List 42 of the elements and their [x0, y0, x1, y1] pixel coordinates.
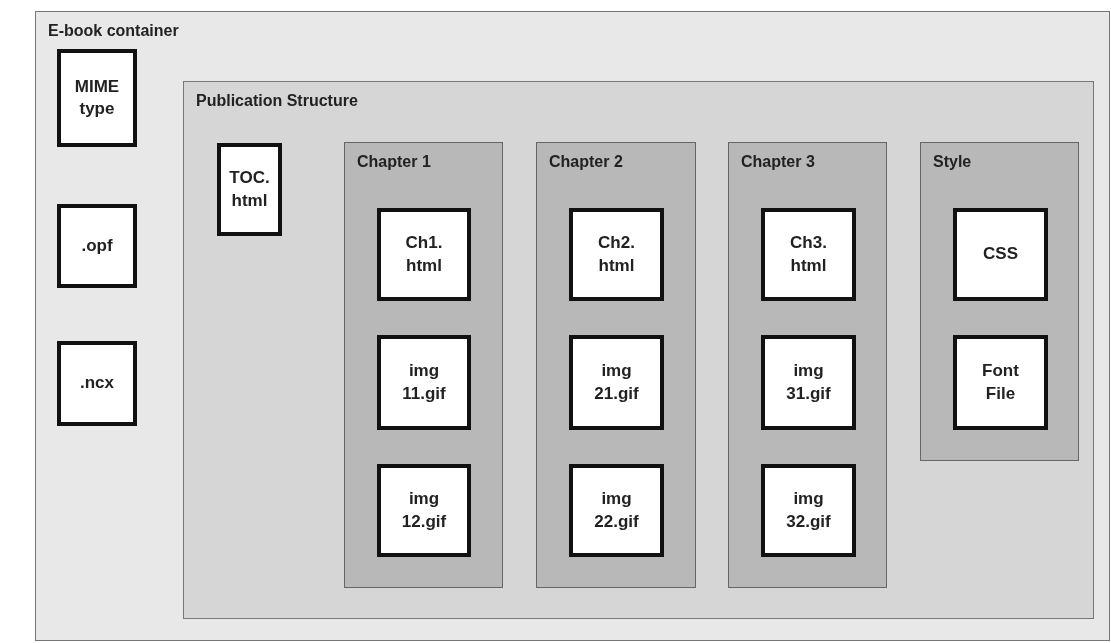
folder-panel: [728, 142, 887, 588]
file-box: [761, 208, 856, 301]
panel-title: Chapter 2: [549, 153, 623, 171]
file-box: [57, 49, 137, 147]
panel-title: Style: [933, 153, 972, 171]
file-name: img 32.gif: [786, 488, 831, 533]
file-box: [377, 208, 471, 301]
file-name: img 31.gif: [786, 360, 831, 405]
file-box: [377, 335, 471, 430]
folder-panel: [536, 142, 696, 588]
file-name: TOC. html: [229, 167, 270, 212]
file-name: img 12.gif: [401, 488, 447, 533]
panel-title: Chapter 1: [357, 153, 431, 171]
container-panel: [35, 11, 1110, 641]
file-box: [953, 335, 1048, 430]
file-box: [57, 341, 137, 426]
structure-panel: [183, 81, 1094, 619]
file-name: CSS: [983, 243, 1018, 266]
file-name: Ch1. html: [405, 232, 443, 277]
panel-title: E-book container: [48, 22, 179, 40]
panel-title: Chapter 3: [741, 153, 815, 171]
file-box: [569, 208, 664, 301]
file-name: img 22.gif: [594, 488, 639, 533]
file-box: [953, 208, 1048, 301]
file-name: .ncx: [80, 372, 114, 395]
folder-panel: [920, 142, 1079, 461]
file-name: Ch3. html: [790, 232, 827, 277]
file-name: Font File: [982, 360, 1019, 405]
file-box: [761, 464, 856, 557]
folder-panel: [344, 142, 503, 588]
file-box: [217, 143, 282, 236]
file-box: [57, 204, 137, 288]
file-name: .opf: [81, 234, 113, 257]
file-name: img 21.gif: [594, 360, 639, 405]
file-box: [377, 464, 471, 557]
file-box: [569, 335, 664, 430]
file-box: [761, 335, 856, 430]
file-name: img 11.gif: [402, 360, 446, 405]
file-box: [569, 464, 664, 557]
file-name: Ch2. html: [598, 232, 635, 277]
panel-title: Publication Structure: [196, 92, 358, 110]
file-name: MIME type: [74, 75, 120, 120]
